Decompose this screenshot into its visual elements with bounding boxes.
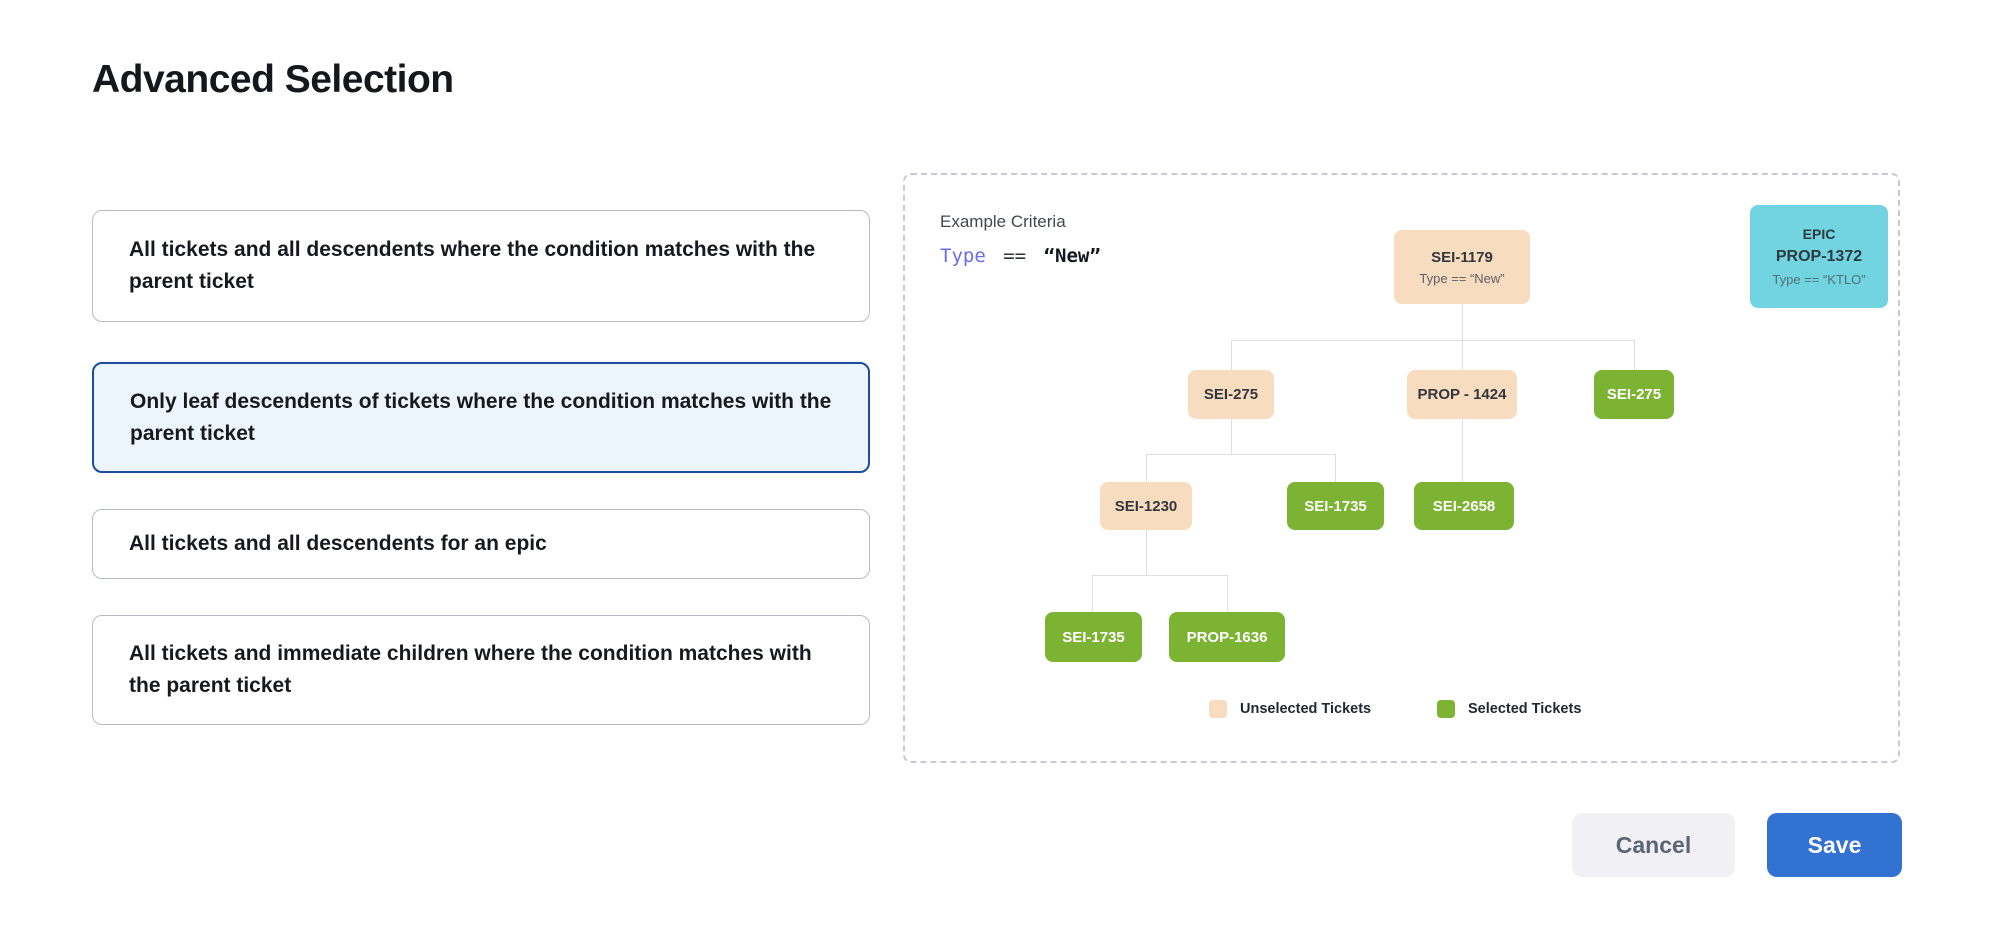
- tree-connector: [1227, 575, 1228, 612]
- tree-connector: [1335, 454, 1336, 482]
- tree-connector: [1462, 304, 1463, 370]
- tree-node-label: SEI-1230: [1114, 497, 1178, 515]
- legend-label: Unselected Tickets: [1240, 701, 1372, 717]
- tree-connector: [1146, 454, 1147, 482]
- tree-node-label: PROP-1636: [1186, 628, 1268, 646]
- tree-connector: [1231, 340, 1232, 370]
- example-panel: Example Criteria Type == “New” EPIC PROP…: [903, 173, 1900, 763]
- tree-connector: [1231, 419, 1232, 454]
- legend-swatch-unselected: [1209, 700, 1227, 718]
- tree-node: PROP - 1424: [1407, 370, 1517, 419]
- legend-item-selected: Selected Tickets: [1437, 700, 1581, 718]
- tree-node: PROP-1636: [1169, 612, 1285, 662]
- page-title: Advanced Selection: [92, 58, 454, 101]
- criteria-value: “New”: [1043, 245, 1101, 267]
- option-leaf-descendents-condition[interactable]: Only leaf descendents of tickets where t…: [92, 362, 870, 473]
- tree-node: SEI-275: [1594, 370, 1674, 419]
- legend-swatch-selected: [1437, 700, 1455, 718]
- tree-node-label: SEI-1735: [1304, 497, 1367, 515]
- tree-connector: [1092, 575, 1093, 612]
- tree-node-label: PROP - 1424: [1417, 386, 1507, 403]
- option-all-descendents-epic[interactable]: All tickets and all descendents for an e…: [92, 509, 870, 579]
- tree-node-label: SEI-275: [1606, 386, 1662, 403]
- tree-node: SEI-1735: [1045, 612, 1142, 662]
- tree-node: SEI-2658: [1414, 482, 1514, 530]
- option-label: Only leaf descendents of tickets where t…: [130, 389, 832, 445]
- example-criteria-heading: Example Criteria: [940, 212, 1066, 231]
- epic-card: EPIC PROP-1372 Type == “KTLO”: [1750, 205, 1888, 308]
- legend-item-unselected: Unselected Tickets: [1209, 700, 1371, 718]
- tree-node-root: SEI-1179 Type == “New”: [1394, 230, 1530, 304]
- tree-node-label: SEI-1735: [1062, 628, 1125, 646]
- epic-card-condition: Type == “KTLO”: [1772, 272, 1866, 287]
- legend-label: Selected Tickets: [1468, 701, 1582, 717]
- tree-node-condition: Type == “New”: [1419, 270, 1505, 286]
- tree-connector: [1092, 575, 1227, 576]
- tree-connector: [1462, 419, 1463, 482]
- cancel-button[interactable]: Cancel: [1572, 813, 1735, 877]
- epic-card-type: EPIC: [1802, 226, 1836, 242]
- criteria-operator: ==: [1003, 245, 1027, 267]
- option-label: All tickets and immediate children where…: [129, 642, 812, 697]
- option-immediate-children-condition[interactable]: All tickets and immediate children where…: [92, 615, 870, 725]
- save-button[interactable]: Save: [1767, 813, 1902, 877]
- option-label: All tickets and all descendents where th…: [129, 238, 816, 293]
- tree-node: SEI-275: [1188, 370, 1274, 419]
- tree-node-label: SEI-2658: [1432, 497, 1496, 515]
- tree-node-label: SEI-275: [1203, 386, 1259, 403]
- tree-node-label: SEI-1179: [1431, 248, 1493, 266]
- tree-node: SEI-1735: [1287, 482, 1384, 530]
- criteria-expression: Type == “New”: [940, 245, 1101, 267]
- option-label: All tickets and all descendents for an e…: [129, 532, 547, 555]
- epic-card-id: PROP-1372: [1775, 248, 1863, 265]
- tree-node: SEI-1230: [1100, 482, 1192, 530]
- criteria-field: Type: [940, 245, 986, 267]
- option-all-descendents-condition[interactable]: All tickets and all descendents where th…: [92, 210, 870, 322]
- tree-connector: [1634, 340, 1635, 370]
- tree-connector: [1146, 530, 1147, 575]
- tree-connector: [1231, 340, 1634, 341]
- tree-connector: [1146, 454, 1335, 455]
